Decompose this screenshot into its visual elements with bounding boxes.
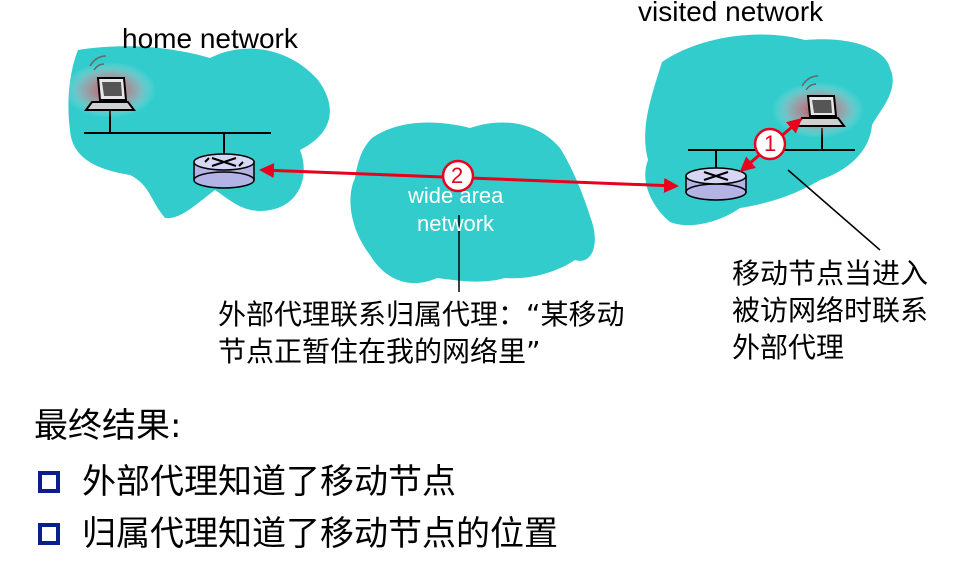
result-title: 最终结果: <box>34 406 182 446</box>
square-bullet-icon <box>38 471 60 493</box>
step-1-circle <box>753 127 787 161</box>
foreign-agent-contact-line1: 外部代理联系归属代理：“某移动 <box>218 298 625 331</box>
home-network-label: home network <box>122 23 298 54</box>
step-2-number: 2 <box>451 163 464 188</box>
visited-callout-line <box>787 169 881 251</box>
result-bullet-text: 归属代理知道了移动节点的位置 <box>82 514 558 554</box>
wan-label-line2: network <box>417 211 495 236</box>
result-bullet-1: 外部代理知道了移动节点 <box>38 462 456 502</box>
mobile-enters-line3: 外部代理 <box>732 331 845 364</box>
home-router-icon <box>193 153 255 189</box>
result-bullet-2: 归属代理知道了移动节点的位置 <box>38 514 558 554</box>
visited-network-label: visited network <box>638 0 824 27</box>
visited-router-icon <box>685 167 747 201</box>
step-2-circle <box>441 159 475 193</box>
home-laptop-icon <box>64 55 156 118</box>
mobile-enters-line2: 被访网络时联系 <box>732 294 929 327</box>
step-1-number: 1 <box>764 131 777 156</box>
square-bullet-icon <box>38 523 60 545</box>
mobile-enters-line1: 移动节点当进入 <box>732 257 929 290</box>
wan-label-line1: wide area <box>408 183 504 208</box>
foreign-agent-contact-line2: 节点正暂住在我的网络里” <box>218 335 541 368</box>
wan-cloud <box>350 122 595 284</box>
result-bullet-text: 外部代理知道了移动节点 <box>82 462 456 502</box>
